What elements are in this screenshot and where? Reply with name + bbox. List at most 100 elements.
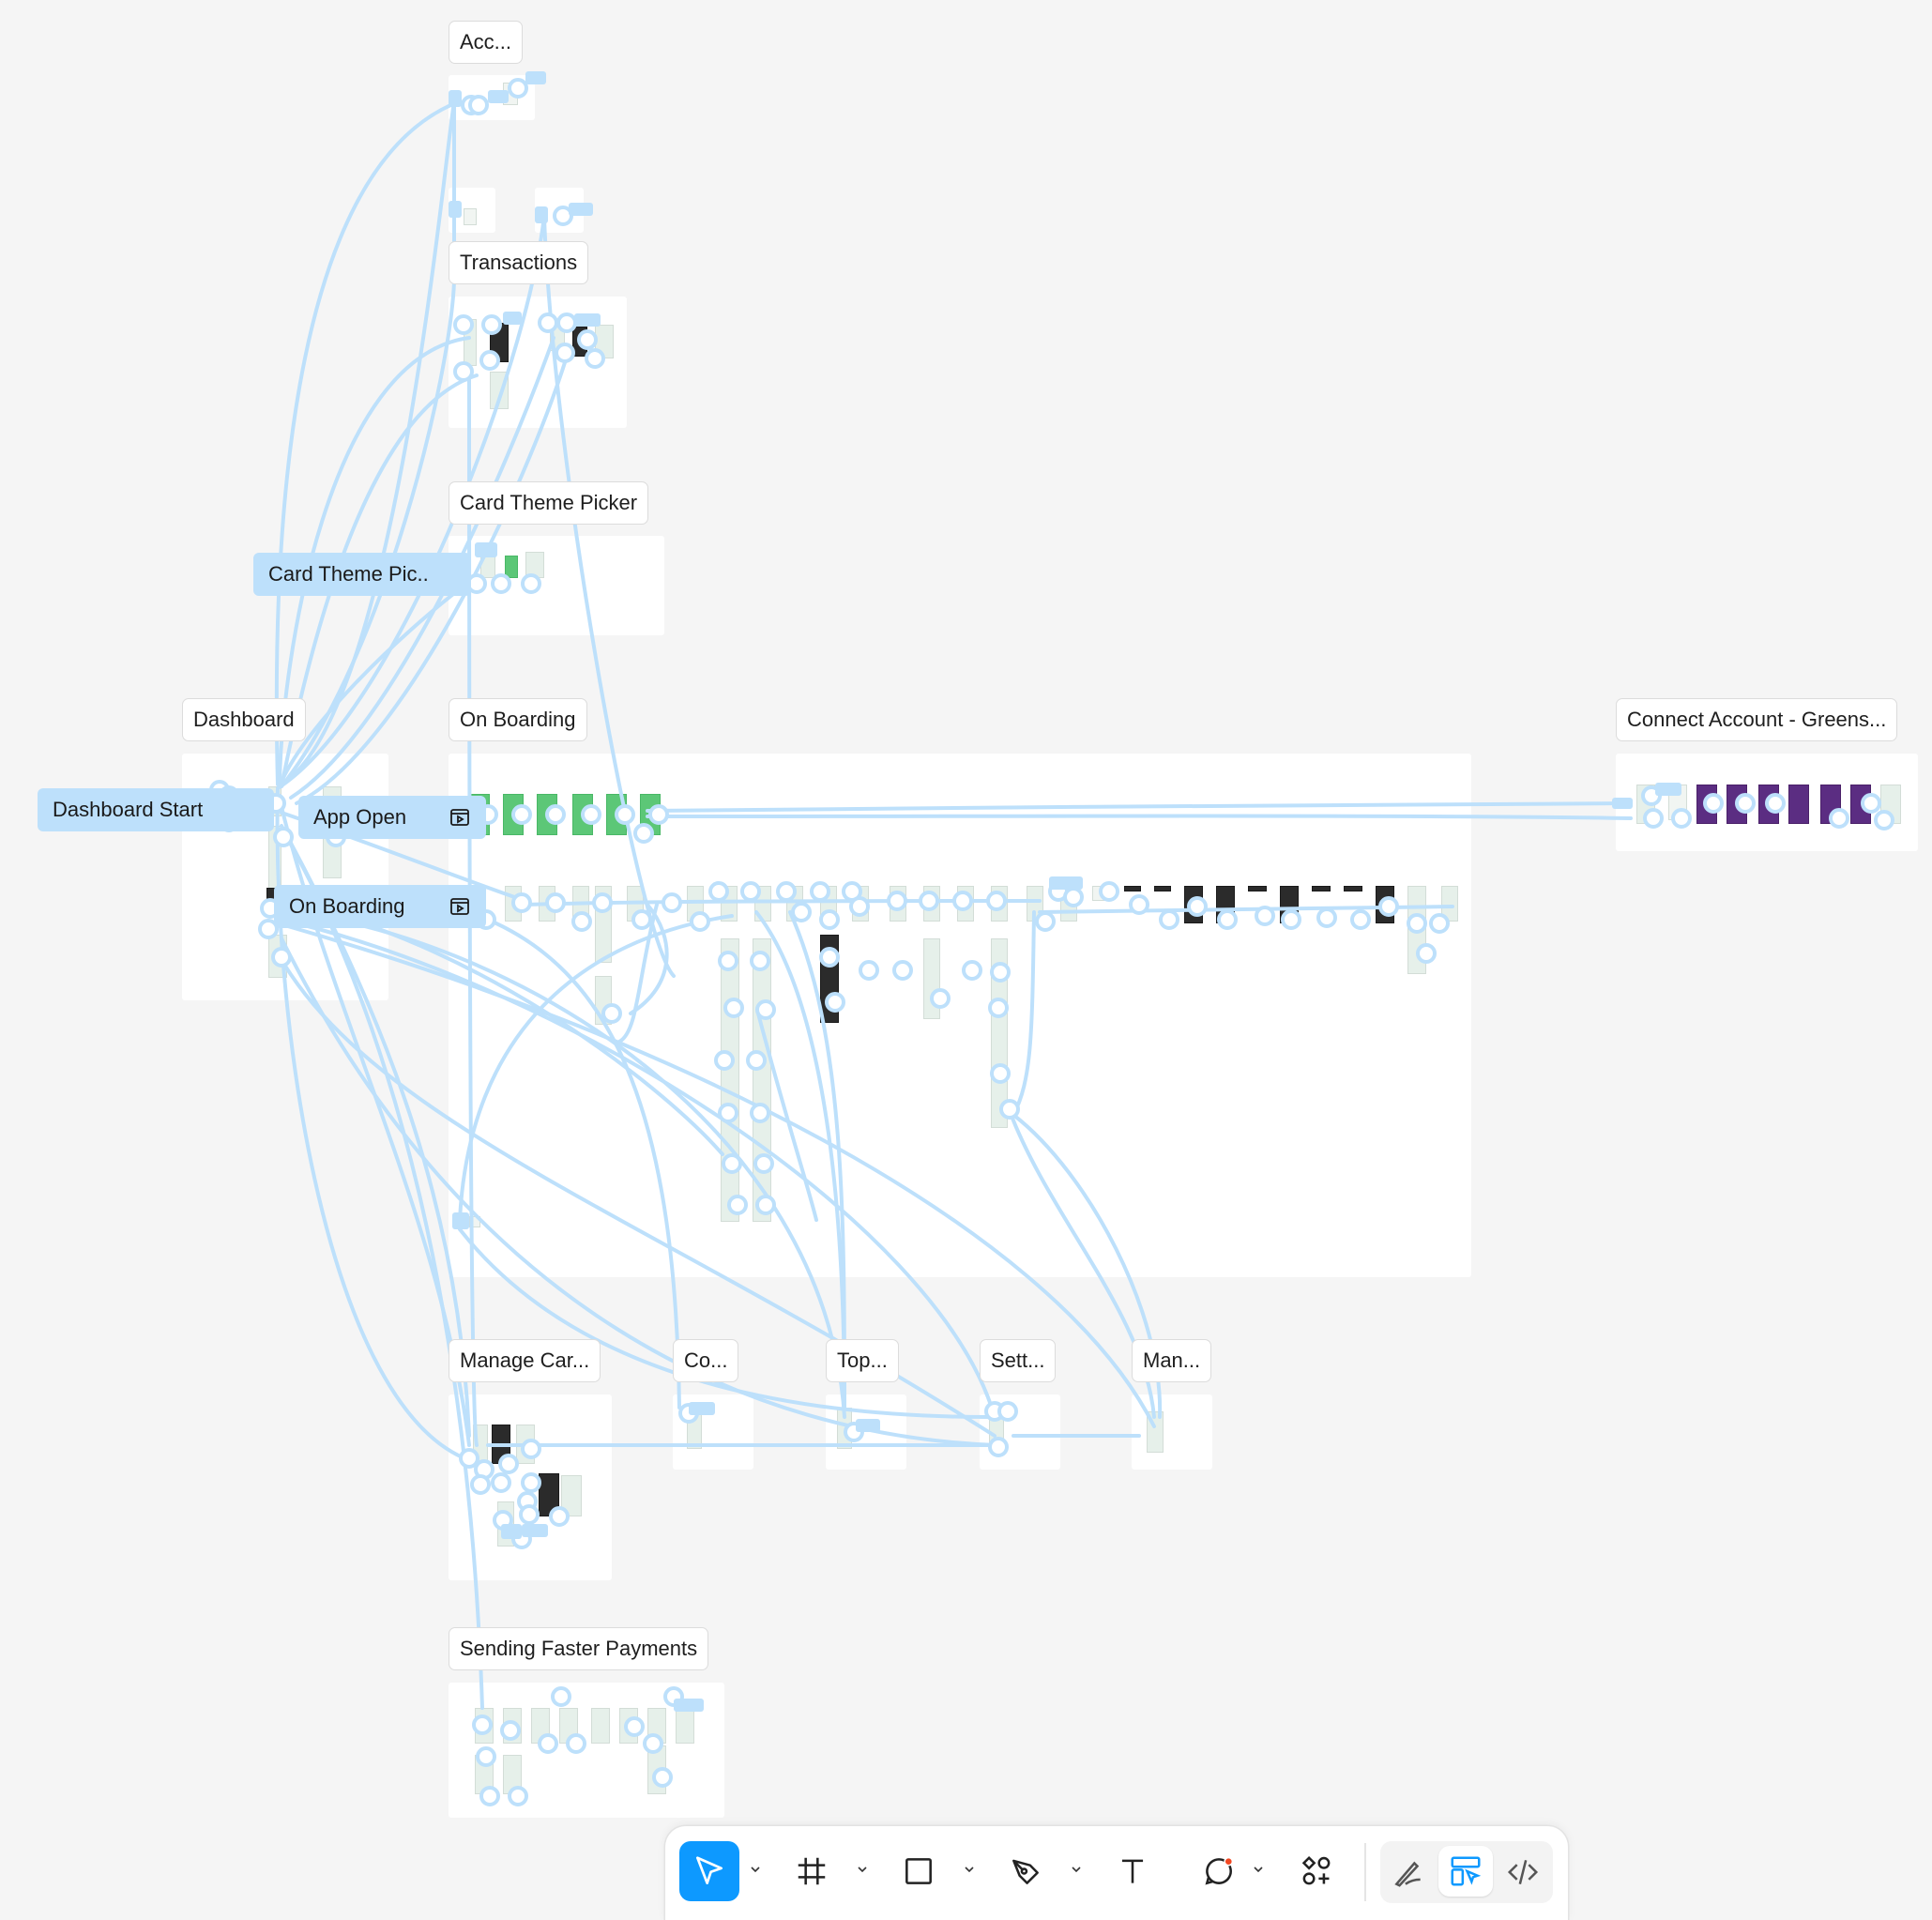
frame-thumbnail[interactable] (503, 1755, 522, 1794)
tool-text[interactable] (1103, 1841, 1163, 1901)
frame-thumbnail[interactable] (475, 1755, 494, 1794)
frame-thumbnail[interactable] (1027, 886, 1043, 922)
section-sending-faster-payments[interactable] (449, 1683, 724, 1818)
tool-frame[interactable] (782, 1841, 842, 1901)
frame-thumbnail[interactable] (268, 935, 287, 978)
frame-thumbnail[interactable] (503, 83, 518, 105)
frame-thumbnail[interactable] (480, 554, 495, 578)
frame-thumbnail[interactable] (1312, 886, 1331, 891)
frame-thumbnail[interactable] (475, 1708, 494, 1744)
frame-thumbnail[interactable] (1727, 785, 1747, 824)
frame-thumbnail[interactable] (572, 886, 589, 922)
frame-thumbnail[interactable] (572, 327, 587, 357)
frame-thumbnail[interactable] (1216, 886, 1235, 923)
frame-thumbnail[interactable] (676, 1708, 694, 1744)
frame-thumbnail[interactable] (1092, 886, 1109, 901)
frame-thumbnail[interactable] (469, 1216, 480, 1227)
frame-thumbnail[interactable] (492, 1425, 510, 1464)
frame-thumbnail[interactable] (531, 1708, 550, 1744)
tool-resources[interactable] (1286, 1841, 1346, 1901)
frame-thumbnail[interactable] (923, 938, 940, 1019)
section-label-manage-cards[interactable]: Manage Car... (449, 1339, 601, 1382)
section-card-theme-picker[interactable] (449, 536, 664, 635)
frame-thumbnail[interactable] (721, 886, 738, 922)
chevron-down-icon[interactable] (1069, 1862, 1084, 1877)
frame-thumbnail[interactable] (505, 886, 522, 922)
frame-thumbnail[interactable] (1376, 886, 1394, 923)
section-label-man[interactable]: Man... (1132, 1339, 1212, 1382)
frame-thumbnail[interactable] (490, 372, 509, 409)
flow-onboarding[interactable]: On Boarding (274, 885, 486, 928)
chevron-down-icon[interactable] (962, 1862, 977, 1877)
section-label-acc[interactable]: Acc... (449, 21, 524, 64)
frame-thumbnail[interactable] (473, 1425, 488, 1464)
frame-thumbnail[interactable] (1060, 886, 1077, 922)
frame-thumbnail[interactable] (923, 886, 940, 922)
frame-thumbnail[interactable] (627, 886, 644, 922)
section-label-connect-account[interactable]: Connect Account - Greens... (1616, 698, 1898, 741)
frame-thumbnail[interactable] (619, 1708, 638, 1744)
frame-thumbnail[interactable] (820, 935, 839, 1023)
frame-thumbnail[interactable] (539, 886, 555, 922)
frame-thumbnail[interactable] (1668, 785, 1687, 820)
frame-thumbnail[interactable] (537, 794, 557, 835)
frame-thumbnail[interactable] (1147, 1411, 1164, 1453)
section-label-co[interactable]: Co... (673, 1339, 739, 1382)
mode-design[interactable] (1438, 1846, 1493, 1897)
frame-thumbnail[interactable] (1407, 886, 1426, 974)
frame-thumbnail[interactable] (559, 1708, 578, 1744)
frame-thumbnail[interactable] (1880, 785, 1901, 824)
section-label-sending-faster-payments[interactable]: Sending Faster Payments (449, 1627, 709, 1670)
frame-thumbnail[interactable] (1850, 785, 1871, 824)
frame-thumbnail[interactable] (647, 1745, 666, 1794)
frame-thumbnail[interactable] (1636, 785, 1655, 824)
frame-thumbnail[interactable] (890, 886, 906, 922)
frame-thumbnail[interactable] (595, 325, 614, 358)
section-acc[interactable] (449, 75, 535, 120)
frame-thumbnail[interactable] (753, 938, 771, 1222)
frame-thumbnail[interactable] (606, 794, 627, 835)
frame-thumbnail[interactable] (1788, 785, 1809, 824)
section-manage-cards[interactable] (449, 1394, 612, 1580)
play-frame-icon[interactable] (449, 806, 471, 829)
section-label-onboarding[interactable]: On Boarding (449, 698, 587, 741)
frame-thumbnail[interactable] (591, 1708, 610, 1744)
tool-shape[interactable] (889, 1841, 949, 1901)
chevron-down-icon[interactable] (855, 1862, 870, 1877)
frame-thumbnail[interactable] (503, 794, 524, 835)
frame-thumbnail[interactable] (957, 886, 974, 922)
frame-thumbnail[interactable] (721, 938, 739, 1222)
frame-thumbnail[interactable] (991, 938, 1008, 1128)
frame-thumbnail[interactable] (786, 886, 803, 922)
section-label-top[interactable]: Top... (826, 1339, 899, 1382)
section-label-dashboard[interactable]: Dashboard (182, 698, 306, 741)
frame-thumbnail[interactable] (1820, 785, 1841, 824)
frame-thumbnail[interactable] (595, 886, 612, 963)
frame-thumbnail[interactable] (1184, 886, 1203, 923)
frame-thumbnail[interactable] (572, 794, 593, 835)
section-co[interactable] (673, 1394, 753, 1470)
section-man[interactable] (1132, 1394, 1212, 1470)
tool-move[interactable] (679, 1841, 739, 1901)
frame-thumbnail[interactable] (837, 1408, 852, 1449)
frame-thumbnail[interactable] (820, 886, 837, 922)
frame-thumbnail[interactable] (561, 1475, 582, 1516)
frame-thumbnail[interactable] (1154, 886, 1171, 891)
frame-thumbnail[interactable] (687, 1408, 702, 1449)
frame-thumbnail[interactable] (464, 319, 477, 366)
frame-thumbnail[interactable] (1124, 886, 1141, 891)
section-acc-mini-b[interactable] (535, 188, 584, 233)
frame-thumbnail[interactable] (550, 323, 565, 351)
section-label-card-theme-picker[interactable]: Card Theme Picker (449, 481, 649, 525)
mode-draw[interactable] (1380, 1842, 1437, 1902)
tool-comment[interactable] (1189, 1841, 1249, 1901)
tool-pen[interactable] (996, 1841, 1056, 1901)
section-label-sett[interactable]: Sett... (980, 1339, 1057, 1382)
chevron-down-icon[interactable] (1251, 1862, 1266, 1877)
frame-thumbnail[interactable] (640, 794, 661, 835)
frame-thumbnail[interactable] (852, 886, 869, 922)
frame-thumbnail[interactable] (991, 886, 1008, 922)
flow-dashboard-start[interactable]: Dashboard Start (38, 788, 274, 831)
frame-thumbnail[interactable] (464, 208, 477, 225)
